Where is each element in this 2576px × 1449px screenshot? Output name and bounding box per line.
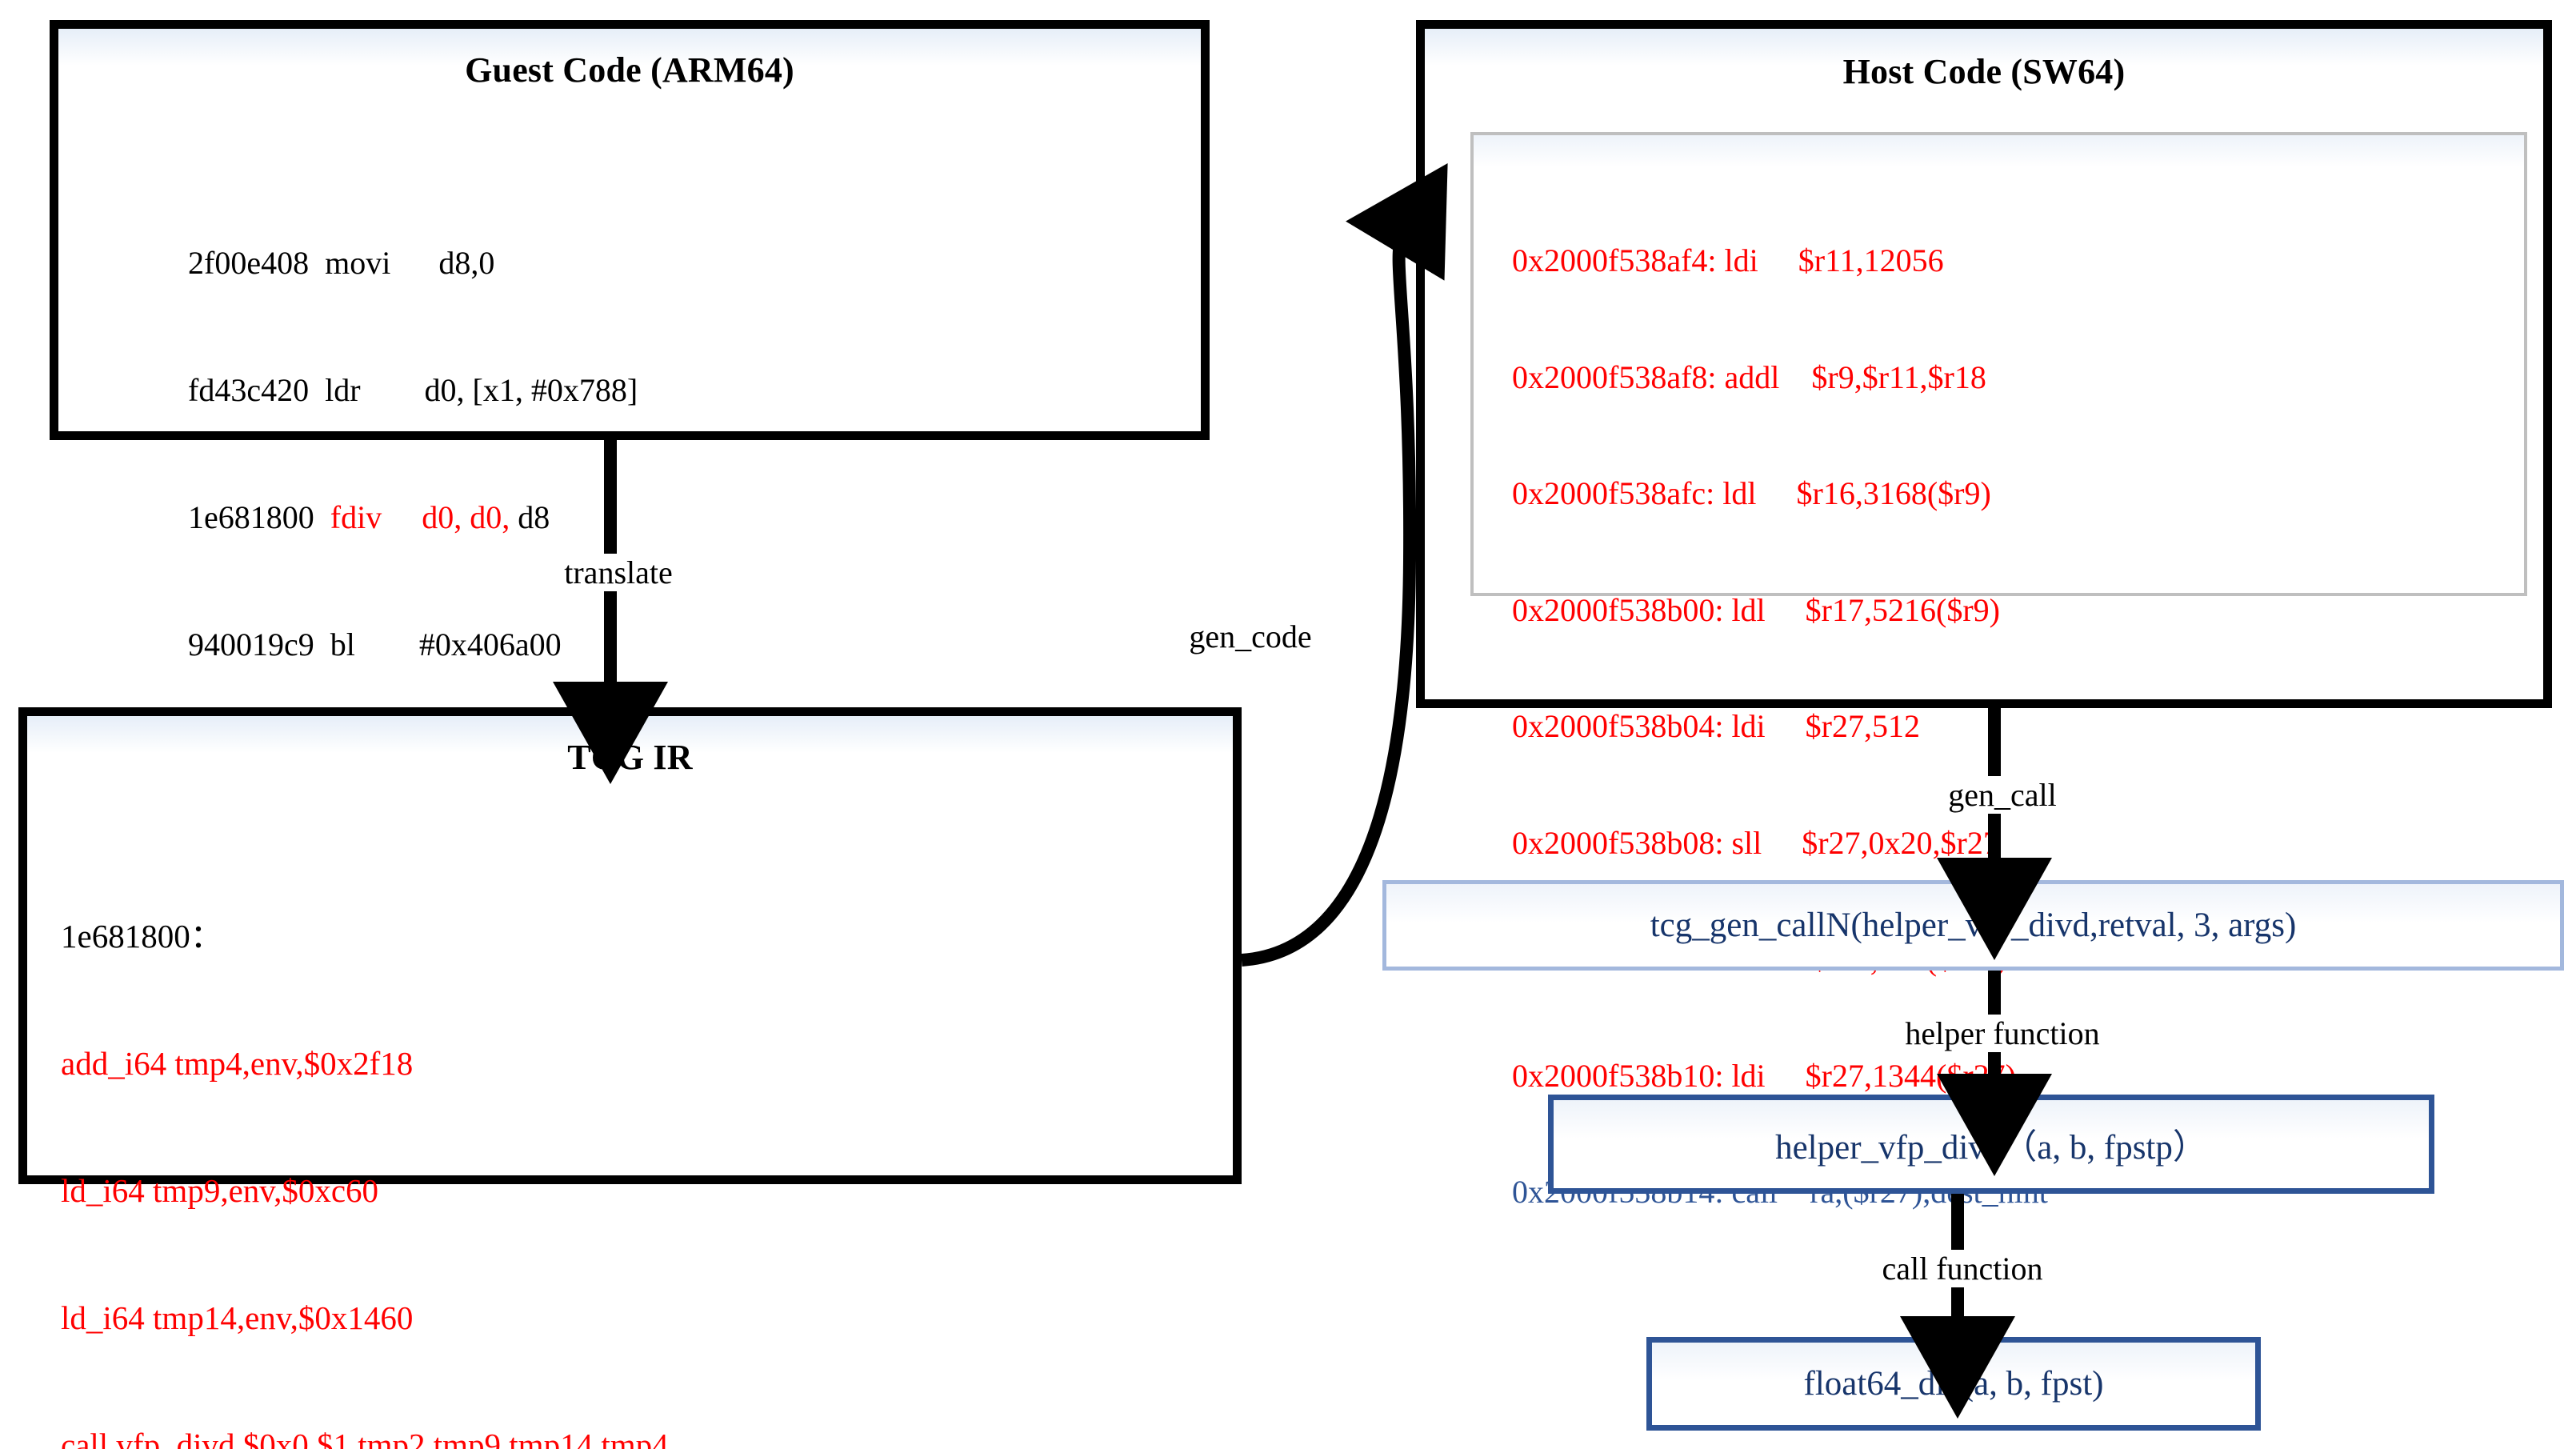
guest-addr: 940019c9 [188, 626, 314, 662]
host-mnemonic: ldl [1722, 475, 1757, 511]
host-operands: $r27,0x20,$r27 [1802, 824, 1999, 861]
gap [1762, 825, 1802, 861]
host-operands: $r11,12056 [1798, 242, 1944, 278]
gap [1723, 825, 1731, 861]
float64-div-box: float64_div(a, b, fpst) [1646, 1337, 2261, 1431]
guest-code-line: fd43c420 ldr d0, [x1, #0x788] [188, 369, 638, 411]
gap [1758, 242, 1798, 278]
host-code-line: 0x2000f538b00: ldl $r17,5216($r9) [1512, 591, 2048, 630]
tcg-ir-panel: TCG IR 1e681800： add_i64 tmp4,env,$0x2f1… [18, 707, 1242, 1449]
host-addr: 0x2000f538afc: [1512, 475, 1715, 511]
gap [1766, 1058, 1806, 1094]
translate-label: translate [512, 554, 725, 591]
guest-mnemonic: fdiv [330, 499, 382, 535]
tcg-ir-line: ld_i64 tmp9,env,$0xc60 [61, 1172, 379, 1209]
tcg-ir-line: ld_i64 tmp14,env,$0x1460 [61, 1299, 414, 1336]
tcg-ir-title: TCG IR [567, 738, 693, 777]
host-addr: 0x2000f538b10: [1512, 1057, 1724, 1094]
gap [1766, 592, 1806, 628]
host-operands: $r9,$r11,$r18 [1811, 358, 1986, 395]
gen-code-arrow [1241, 162, 1448, 967]
guest-operands: d0, d0, [422, 499, 510, 535]
gap [361, 372, 425, 408]
host-code-title: Host Code (SW64) [1842, 52, 2126, 91]
host-addr: 0x2000f538b00: [1512, 591, 1724, 628]
host-code-line: 0x2000f538afc: ldl $r16,3168($r9) [1512, 474, 2048, 514]
host-code-line: 0x2000f538b04: ldi $r27,512 [1512, 707, 2048, 747]
host-code-line: 0x2000f538b10: ldi $r27,1344($r27) [1512, 1057, 2048, 1096]
gap [1757, 475, 1797, 511]
guest-addr: 1e681800 [188, 499, 314, 535]
gap [314, 626, 330, 662]
float64-div-label: float64_div(a, b, fpst) [1803, 1365, 2104, 1403]
guest-code-title: Guest Code (ARM64) [465, 50, 794, 90]
gap [1717, 242, 1725, 278]
tcg-ir-block-label: 1e681800： [61, 918, 223, 955]
host-operands: $r27,1344($r27) [1805, 1057, 2016, 1094]
gen-call-label: gen_call [1900, 776, 2105, 814]
guest-code-line: 1e681800 fdiv d0, d0, d8 [188, 496, 638, 538]
host-code-panel: Host Code (SW64) 0x2000f538af4: ldi $r11… [1416, 20, 2552, 1210]
helper-vfp-divd-box: helper_vfp_divd（a, b, fpstp） [1548, 1095, 2434, 1194]
gap [314, 499, 330, 535]
guest-operands: d8,0 [438, 245, 495, 281]
gap [1723, 592, 1731, 628]
host-addr: 0x2000f538af8: [1512, 358, 1717, 395]
host-addr: 0x2000f538af4: [1512, 242, 1717, 278]
gap [1723, 1058, 1731, 1094]
guest-addr: 2f00e408 [188, 245, 310, 281]
host-mnemonic: ldl [1731, 591, 1766, 628]
tcg-gen-calln-box: tcg_gen_callN(helper_vfp_divd,retval, 3,… [1382, 880, 2564, 971]
host-mnemonic: ldi [1731, 1057, 1766, 1094]
call-function-label: call function [1820, 1250, 2105, 1287]
host-addr: 0x2000f538b08: [1512, 824, 1724, 861]
helper-function-label: helper function [1848, 1015, 2157, 1052]
host-operands: $r16,3168($r9) [1796, 475, 1991, 511]
guest-operands: #0x406a00 [418, 626, 562, 662]
gap [1779, 359, 1811, 395]
gap [355, 626, 419, 662]
tcg-gen-calln-label: tcg_gen_callN(helper_vfp_divd,retval, 3,… [1650, 907, 2297, 944]
helper-vfp-divd-label: helper_vfp_divd（a, b, fpstp） [1775, 1129, 2207, 1167]
host-code-line: 0x2000f538af8: addl $r9,$r11,$r18 [1512, 358, 2048, 398]
tcg-ir-line: call vfp_divd,$0x0,$1,tmp2,tmp9,tmp14,tm… [61, 1427, 669, 1449]
host-mnemonic: sll [1731, 824, 1762, 861]
host-operands: $r27,512 [1805, 708, 1920, 744]
guest-code-listing: 2f00e408 movi d8,0 fd43c420 ldr d0, [x1,… [188, 157, 638, 751]
host-operands: $r17,5216($r9) [1805, 591, 2000, 628]
host-addr: 0x2000f538b04: [1512, 708, 1724, 744]
host-mnemonic: ldi [1731, 708, 1766, 744]
gap [1723, 708, 1731, 744]
gap [1714, 475, 1722, 511]
guest-addr: fd43c420 [188, 372, 310, 408]
guest-operands: d0, [x1, #0x788] [424, 372, 638, 408]
host-mnemonic: ldi [1724, 242, 1758, 278]
guest-mnemonic: ldr [325, 372, 361, 408]
guest-operands-tail: d8 [510, 499, 550, 535]
tcg-ir-listing: 1e681800： add_i64 tmp4,env,$0x2f18 ld_i6… [61, 831, 669, 1449]
guest-code-line: 940019c9 bl #0x406a00 [188, 623, 638, 666]
host-code-line: 0x2000f538b08: sll $r27,0x20,$r27 [1512, 824, 2048, 863]
host-code-line: 0x2000f538af4: ldi $r11,12056 [1512, 242, 2048, 281]
guest-code-line: 2f00e408 movi d8,0 [188, 242, 638, 284]
guest-mnemonic: bl [330, 626, 355, 662]
gap [390, 245, 438, 281]
gap [1717, 359, 1725, 395]
gap [309, 372, 325, 408]
gap [382, 499, 422, 535]
guest-mnemonic: movi [325, 245, 391, 281]
gap [1766, 708, 1806, 744]
gen-code-label: gen_code [1144, 618, 1357, 655]
gap [309, 245, 325, 281]
guest-code-panel: Guest Code (ARM64) 2f00e408 movi d8,0 fd… [50, 20, 1210, 662]
host-code-inner-frame: 0x2000f538af4: ldi $r11,12056 0x2000f538… [1470, 132, 2527, 1210]
host-mnemonic: addl [1724, 358, 1780, 395]
tcg-ir-line: add_i64 tmp4,env,$0x2f18 [61, 1045, 414, 1082]
